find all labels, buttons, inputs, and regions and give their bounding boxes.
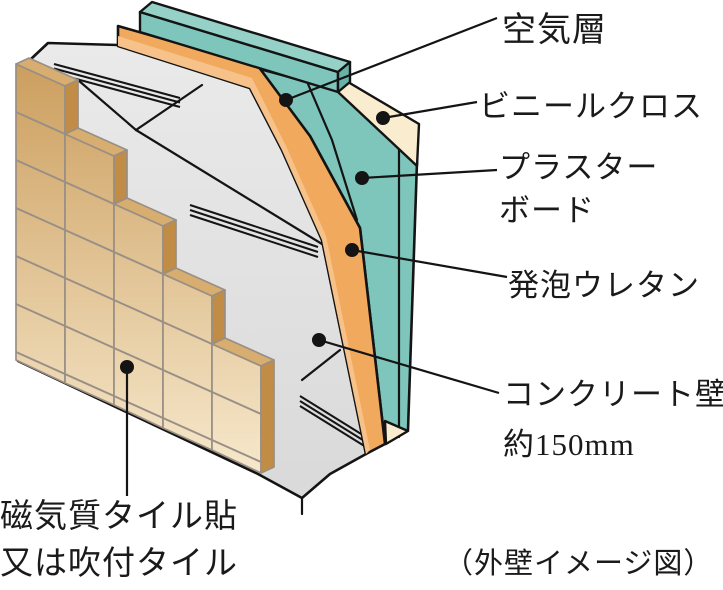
tile-side-edge	[162, 219, 177, 275]
tile-dot	[120, 360, 134, 374]
plasterboard-label-line1: プラスター	[499, 150, 659, 185]
vinyl-cloth-bottom-wedge	[383, 419, 410, 446]
air-layer-dot	[279, 93, 293, 107]
concrete-crease	[300, 348, 342, 382]
concrete-crease	[134, 83, 204, 132]
plasterboard-leader-line	[361, 168, 498, 180]
tile-column-face	[113, 203, 164, 429]
tile-column-face	[162, 273, 213, 451]
concrete-wall-label: コンクリート壁 約150mm	[503, 370, 723, 470]
tile-grout-joints	[15, 111, 262, 463]
urethane-dot	[345, 243, 359, 257]
concrete-dot	[312, 333, 326, 347]
hatch-line	[53, 63, 181, 99]
leader-annotations	[120, 16, 508, 496]
grout-line	[211, 439, 262, 463]
grout-line	[113, 299, 164, 323]
air-layer-label: 空気層	[502, 2, 607, 51]
hatch-line	[299, 400, 367, 443]
figure-caption: （外壁イメージ図）	[444, 540, 713, 582]
grout-line	[64, 325, 115, 349]
tile-side-edge	[113, 149, 128, 205]
grout-line	[64, 373, 115, 397]
grout-line	[162, 417, 213, 441]
grout-line	[15, 255, 66, 279]
exterior-tile-label-line2: 又は吹付タイル	[0, 546, 238, 582]
hatch-line	[299, 405, 367, 448]
exterior-tile-label: 磁気質タイル貼 又は吹付タイル	[0, 494, 238, 588]
hatch-line	[189, 204, 319, 248]
concrete-wall-label-line2: 約150mm	[503, 427, 635, 462]
grout-line	[15, 111, 66, 135]
plasterboard-label: プラスター ボード	[499, 146, 658, 232]
grout-line	[15, 159, 66, 183]
grout-line	[15, 207, 66, 231]
air-layer-leader-line	[285, 16, 498, 102]
concrete-crease	[76, 78, 138, 132]
hatch-line	[53, 67, 181, 104]
foam-urethane-label-text: 発泡ウレタン	[508, 268, 700, 303]
vinyl-cloth-dot	[376, 111, 390, 125]
concrete-wall-label-line1: コンクリート壁	[503, 377, 723, 412]
vinyl-cloth-leader-line	[382, 100, 478, 120]
tile-side-edge	[260, 359, 275, 474]
grout-line	[162, 321, 213, 345]
urethane-leader-line	[351, 248, 508, 279]
hatch-line	[189, 214, 319, 258]
grout-line	[64, 181, 115, 205]
grout-line	[113, 347, 164, 371]
air-layer-label-text: 空気層	[502, 12, 607, 49]
plasterboard-dot	[355, 171, 369, 185]
plasterboard-label-line2: ボード	[499, 193, 595, 228]
grout-line	[211, 391, 262, 415]
vinyl-cloth-label: ビニールクロス	[479, 81, 703, 126]
exterior-tile-label-line1: 磁気質タイル貼	[0, 499, 238, 535]
grout-line	[162, 369, 213, 393]
grout-line	[15, 351, 66, 375]
concrete-leader-line	[318, 338, 500, 395]
concrete-crease	[134, 128, 324, 246]
grout-line	[113, 395, 164, 419]
foam-urethane-layer	[116, 24, 387, 456]
hatch-line	[299, 395, 367, 438]
tile-column-face	[15, 63, 66, 384]
plasterboard-edge-line	[306, 82, 359, 222]
figure-caption-text: （外壁イメージ図）	[444, 548, 714, 580]
grout-line	[113, 251, 164, 275]
vinyl-cloth-label-text: ビニールクロス	[479, 89, 703, 124]
foam-urethane-label: 発泡ウレタン	[508, 260, 700, 305]
tile-wall	[15, 57, 275, 474]
tile-side-edge	[211, 289, 226, 345]
hatch-line	[189, 209, 319, 253]
grout-line	[15, 303, 66, 327]
tile-column-face	[64, 133, 115, 406]
tile-side-edge	[64, 79, 79, 135]
grout-line	[64, 277, 115, 301]
grout-line	[64, 229, 115, 253]
